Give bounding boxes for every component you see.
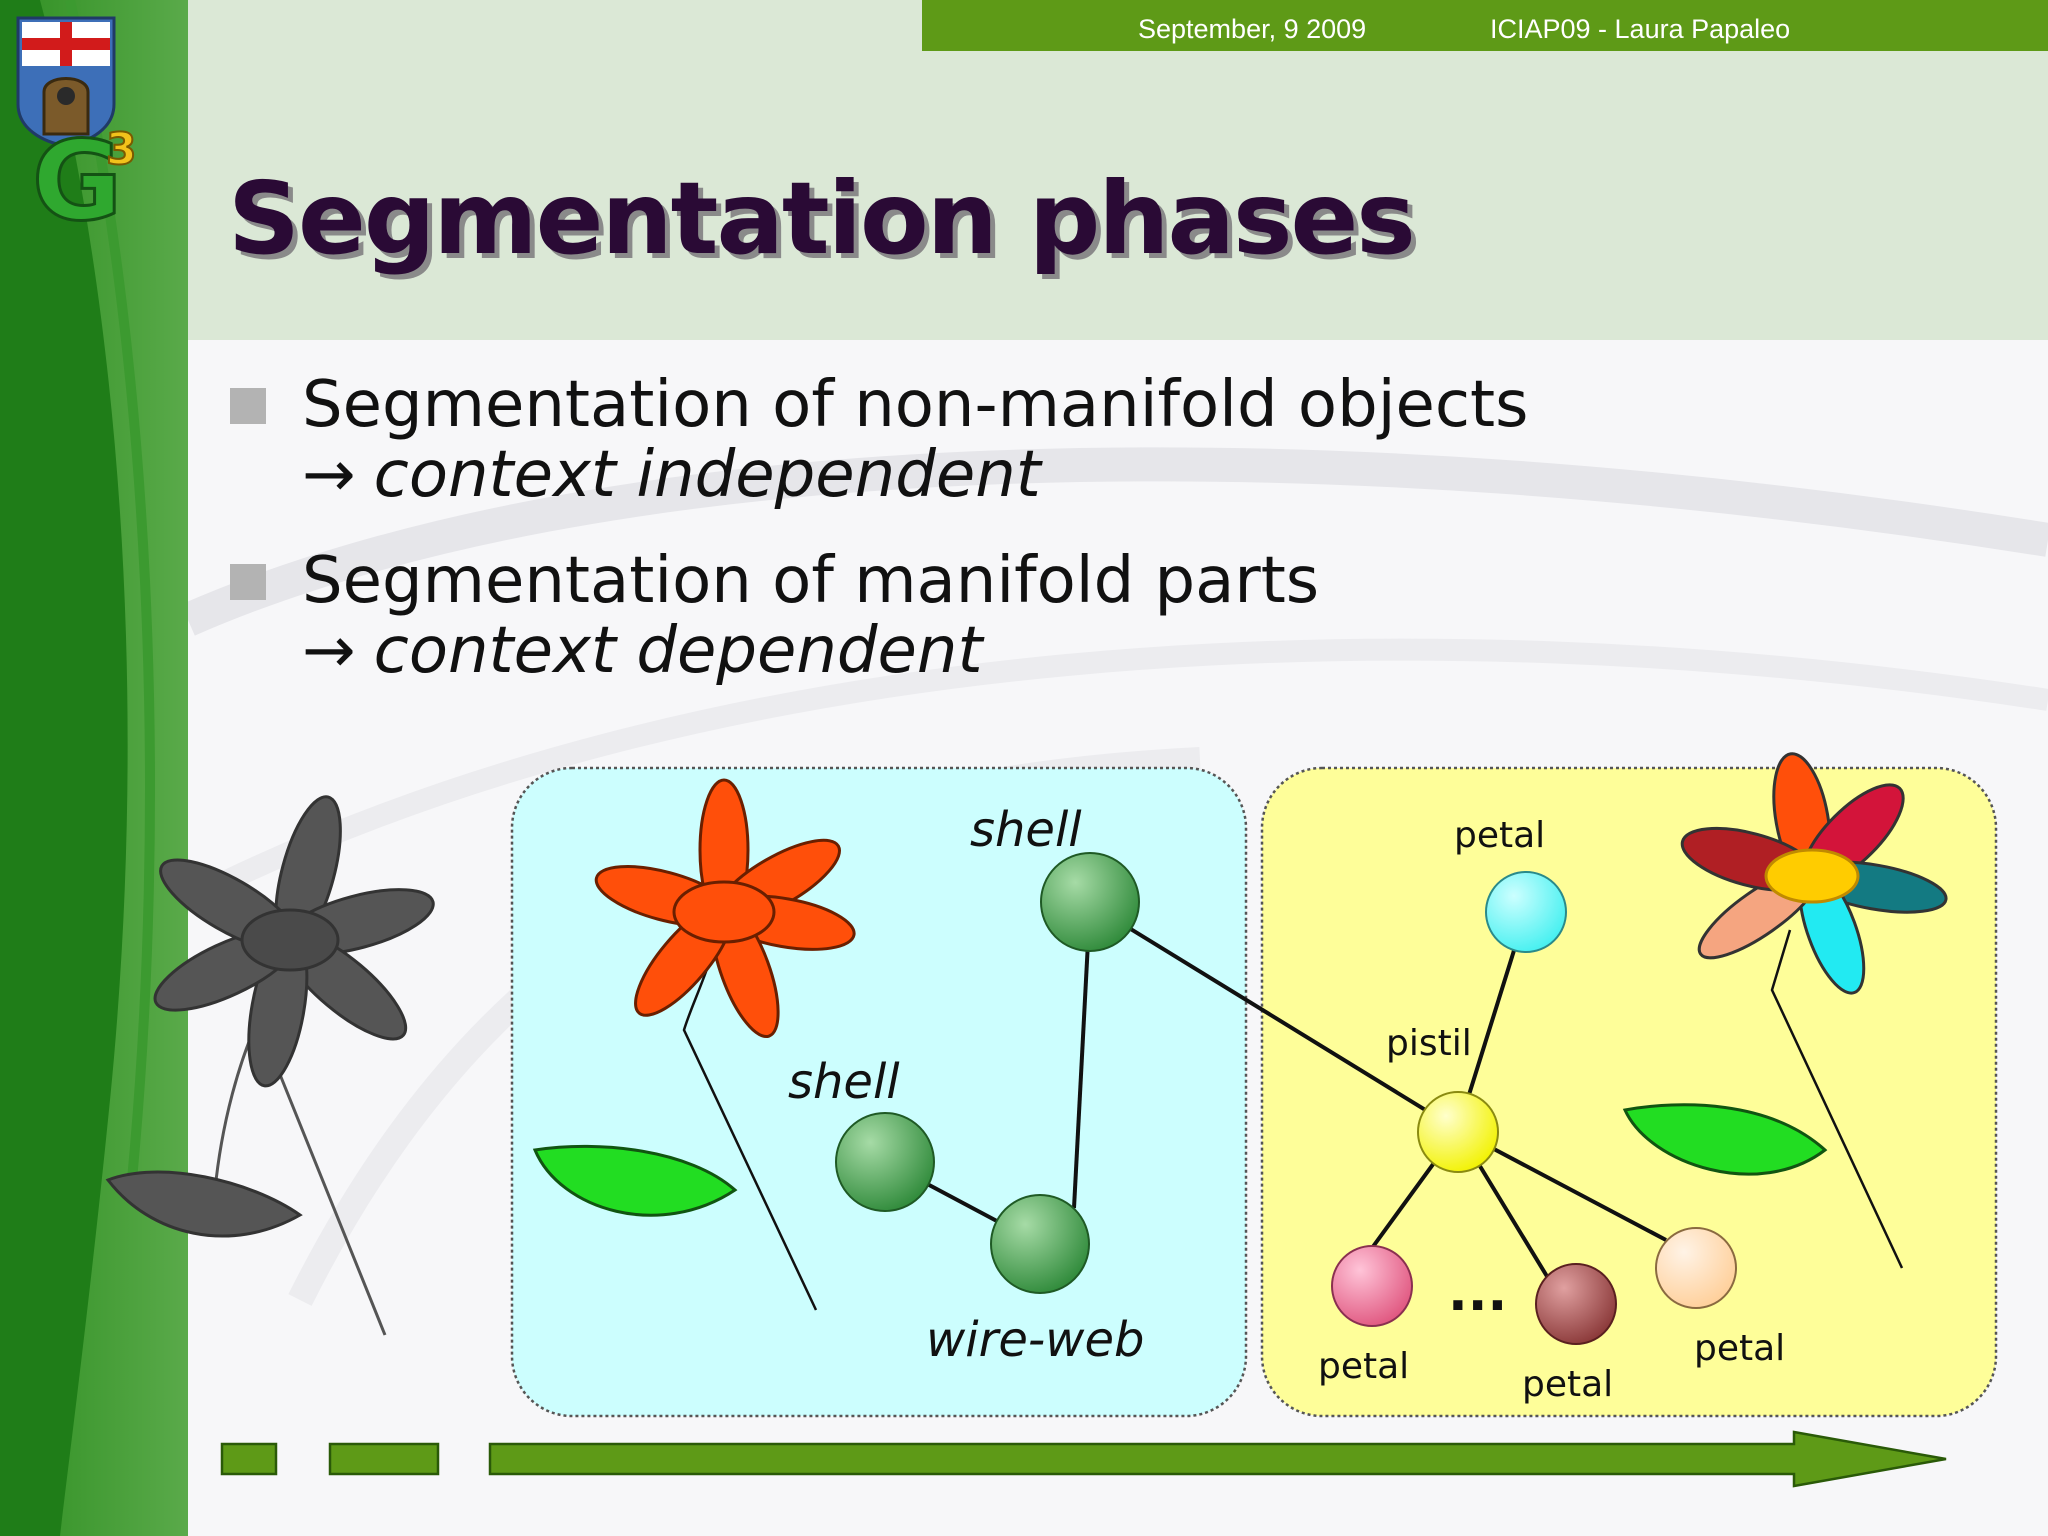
multicolor-flower bbox=[1622, 752, 1948, 1269]
swoosh-1 bbox=[181, 447, 2048, 636]
header-bar bbox=[922, 0, 2048, 51]
label-petal-right: petal bbox=[1694, 1328, 1785, 1369]
shell-node-mid bbox=[835, 1112, 935, 1212]
arrow-right-icon: → bbox=[302, 614, 356, 688]
bullet-1-sub: →context independent bbox=[302, 438, 1041, 512]
petal-node-mid bbox=[1535, 1263, 1617, 1345]
svg-text:G: G bbox=[32, 117, 122, 244]
shell-node-top bbox=[1040, 852, 1140, 952]
progress-block-2 bbox=[328, 1442, 440, 1476]
bullet-1-text: Segmentation of non-manifold objects bbox=[302, 368, 1529, 442]
svg-text:3: 3 bbox=[106, 124, 137, 175]
label-wire-web: wire-web bbox=[926, 1312, 1144, 1368]
side-stem bbox=[0, 0, 128, 1536]
petal-node-left bbox=[1331, 1245, 1413, 1327]
header-date: September, 9 2009 bbox=[1138, 14, 1367, 44]
label-pistil: pistil bbox=[1386, 1023, 1472, 1064]
g3-logo-icon: G 3 bbox=[31, 116, 138, 245]
bullet-2-sub-text: context dependent bbox=[373, 614, 983, 688]
petal-node-top bbox=[1485, 871, 1567, 953]
university-crest-icon bbox=[16, 16, 116, 148]
swoosh-2 bbox=[183, 638, 2048, 910]
progress-arrow bbox=[220, 1430, 1947, 1488]
label-petal-top: petal bbox=[1454, 815, 1545, 856]
pistil-node bbox=[1417, 1091, 1499, 1173]
label-shell-top: shell bbox=[970, 802, 1082, 858]
arrow-right-icon: → bbox=[302, 438, 356, 512]
orange-flower bbox=[532, 778, 856, 1311]
wire-web-node bbox=[990, 1194, 1090, 1294]
label-shell-mid: shell bbox=[788, 1054, 900, 1110]
label-petal-mid: petal bbox=[1522, 1364, 1613, 1405]
bullet-1-sub-text: context independent bbox=[373, 438, 1041, 512]
petal-node-right bbox=[1655, 1227, 1737, 1309]
page-title: Segmentation phases bbox=[228, 160, 1416, 277]
grey-flower bbox=[105, 795, 435, 1336]
bullet-2-sub: →context dependent bbox=[302, 614, 983, 688]
label-ellipsis: ... bbox=[1448, 1263, 1507, 1323]
label-petal-left: petal bbox=[1318, 1346, 1409, 1387]
logo: G 3 bbox=[16, 16, 138, 245]
bullet-square-icon bbox=[230, 388, 266, 424]
bullet-square-icon bbox=[230, 564, 266, 600]
bullet-2-text: Segmentation of manifold parts bbox=[302, 544, 1320, 618]
progress-block-1 bbox=[220, 1442, 278, 1476]
header-band bbox=[0, 0, 2048, 340]
header-event: ICIAP09 - Laura Papaleo bbox=[1490, 14, 1791, 44]
progress-arrow-shaft bbox=[488, 1430, 1947, 1488]
